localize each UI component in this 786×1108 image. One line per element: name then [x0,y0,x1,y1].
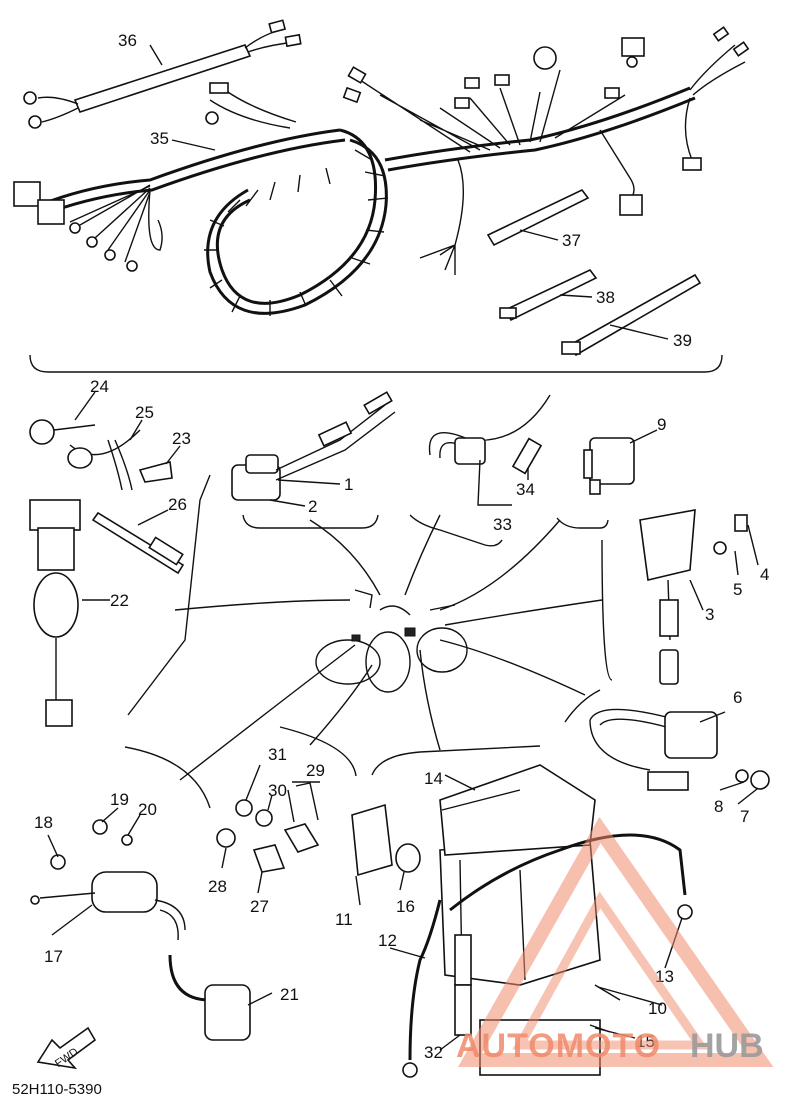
label-14: 14 [424,769,443,788]
label-33: 33 [493,515,512,534]
label-19: 19 [110,790,129,809]
label-35: 35 [150,129,169,148]
label-2: 2 [308,497,317,516]
label-25: 25 [135,403,154,422]
label-9: 9 [657,415,666,434]
label-36: 36 [118,31,137,50]
label-8: 8 [714,797,723,816]
label-12: 12 [378,931,397,950]
label-26: 26 [168,495,187,514]
label-30: 30 [268,781,287,800]
label-38: 38 [596,288,615,307]
label-16: 16 [396,897,415,916]
diagram-code: 52H110-5390 [12,1081,102,1098]
label-31: 31 [268,745,287,764]
label-5: 5 [733,580,742,599]
watermark-text-hub: HUB [690,1027,764,1065]
label-34: 34 [516,480,535,499]
label-11: 11 [335,910,353,929]
middle-parts [29,391,770,809]
label-27: 27 [250,897,269,916]
label-37: 37 [562,231,581,250]
label-21: 21 [280,985,299,1004]
label-1: 1 [344,475,353,494]
label-29: 29 [306,761,325,780]
watermark-text-automoto: AUTOMOTO [456,1027,661,1065]
label-39: 39 [673,331,692,350]
label-4: 4 [760,565,769,584]
watermark: AUTOMOTO HUB [456,816,774,1067]
label-17: 17 [44,947,63,966]
label-24: 24 [90,377,109,396]
label-22: 22 [110,591,129,610]
leader-lines-lower [47,391,759,1051]
leader-lines-top [149,44,669,340]
label-3: 3 [705,605,714,624]
label-23: 23 [172,429,191,448]
label-18: 18 [34,813,53,832]
label-6: 6 [733,688,742,707]
wire-harness-group [13,19,750,373]
label-32: 32 [424,1043,443,1062]
label-7: 7 [740,807,749,826]
label-10: 10 [648,999,667,1018]
label-28: 28 [208,877,227,896]
label-20: 20 [138,800,157,819]
